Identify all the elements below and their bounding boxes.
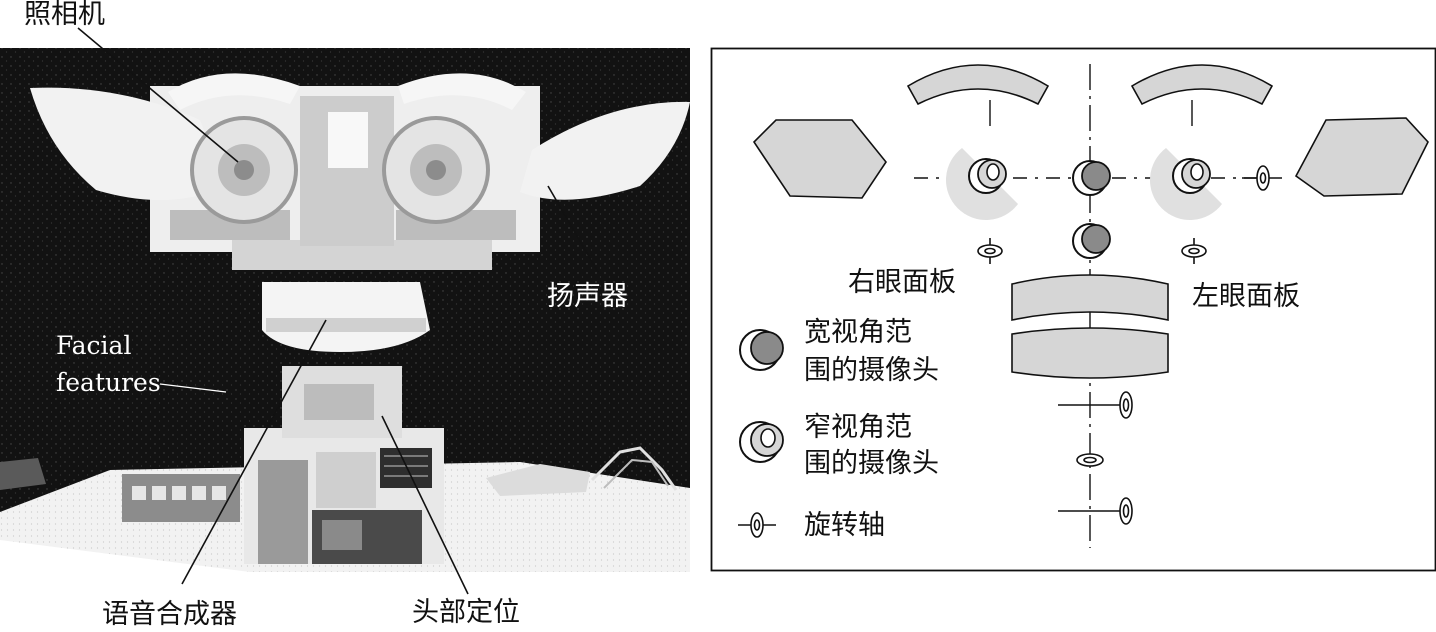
label-right-eye-panel: 右眼面板 — [848, 268, 956, 298]
label-left-eye-panel: 左眼面板 — [1192, 282, 1300, 312]
neck-tilt-axis — [1077, 454, 1103, 466]
legend-narrow-camera-line2: 围的摄像头 — [804, 449, 939, 479]
legend-rotation-axis: 旋转轴 — [804, 511, 885, 541]
legend-wide-camera-line1: 宽视角范 — [804, 318, 912, 348]
legend-narrow-camera-line1: 窄视角范 — [804, 413, 912, 443]
legend-wide-camera-line2: 围的摄像头 — [804, 356, 939, 386]
lower-lip-plate — [1012, 328, 1168, 378]
